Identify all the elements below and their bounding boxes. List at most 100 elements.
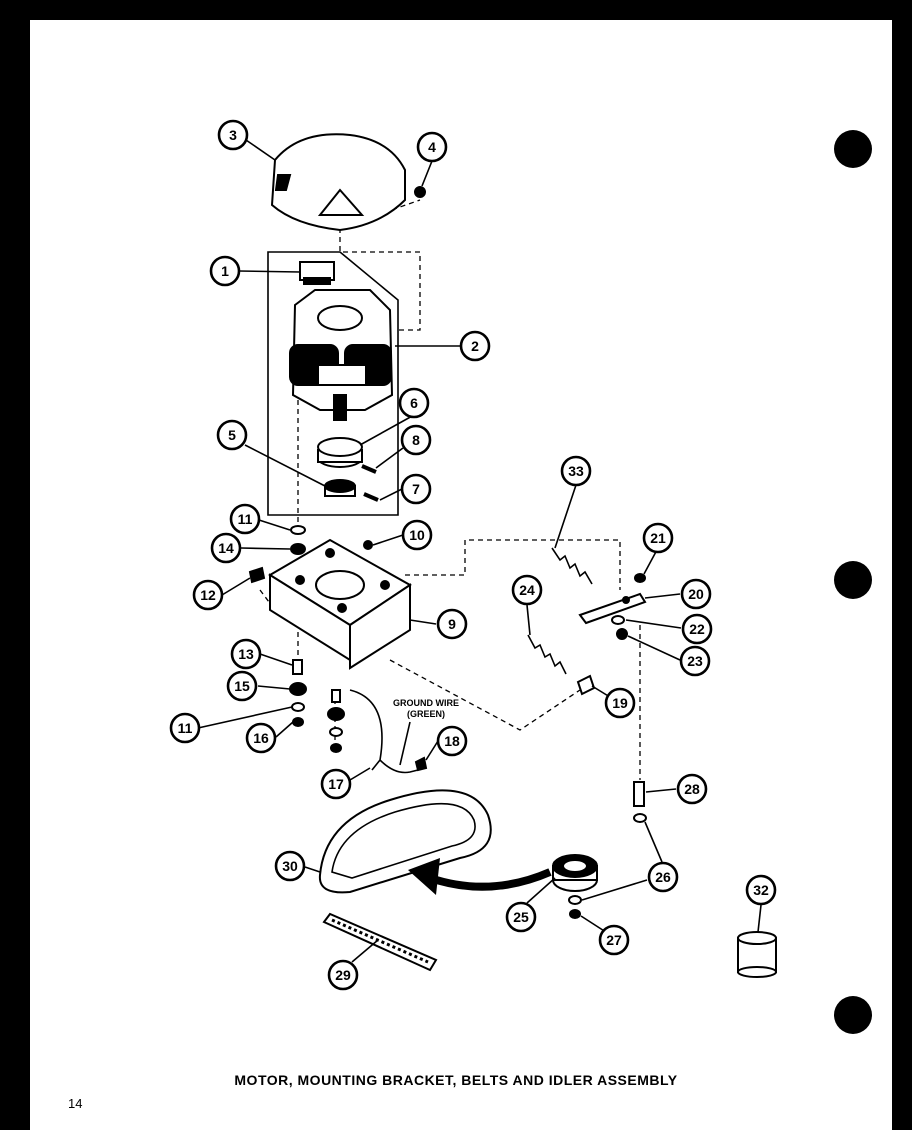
nut-part-27 (569, 909, 581, 919)
svg-text:11: 11 (178, 720, 193, 736)
svg-text:32: 32 (753, 882, 769, 898)
container-part-32 (737, 931, 777, 978)
pulley-part-6 (317, 437, 363, 468)
mount-stack (327, 689, 345, 753)
callout-5: 5 (216, 419, 248, 451)
motor-part-2 (289, 289, 394, 421)
nut-part-21 (634, 573, 646, 583)
callout-23: 23 (679, 645, 711, 677)
callout-25: 25 (505, 901, 537, 933)
washer-part-11 (290, 525, 306, 535)
svg-text:23: 23 (687, 653, 703, 669)
svg-text:11: 11 (238, 511, 253, 527)
callout-32: 32 (745, 874, 777, 906)
svg-text:3: 3 (229, 127, 237, 143)
callout-11: 11 (229, 503, 261, 535)
svg-text:5: 5 (228, 427, 236, 443)
callout-16: 16 (245, 722, 277, 754)
svg-text:2: 2 (471, 338, 479, 354)
callout-3: 3 (217, 119, 249, 151)
callout-24: 24 (511, 574, 543, 606)
callout-6: 6 (398, 387, 430, 419)
callout-14: 14 (210, 532, 242, 564)
screw-part-18 (414, 756, 428, 772)
callout-19: 19 (604, 687, 636, 719)
spacer-part-13 (292, 659, 303, 675)
ground-wire-label: GROUND WIRE (393, 698, 459, 708)
pin-part-8 (361, 464, 377, 474)
belt-part-29 (322, 912, 438, 972)
callout-27: 27 (598, 924, 630, 956)
svg-text:27: 27 (606, 932, 622, 948)
mounting-bracket-part-9 (268, 538, 412, 670)
svg-text:28: 28 (684, 781, 700, 797)
callout-21: 21 (642, 522, 674, 554)
nut-part-16 (292, 717, 304, 727)
svg-text:12: 12 (200, 587, 216, 603)
callout-4: 4 (416, 131, 448, 163)
callout-10: 10 (401, 519, 433, 551)
callout-13: 13 (230, 638, 262, 670)
rotation-arrow (428, 868, 552, 891)
svg-text:21: 21 (650, 530, 666, 546)
spring-part-33 (551, 547, 593, 585)
idler-arm-part-20 (578, 592, 647, 625)
svg-text:20: 20 (688, 586, 704, 602)
punch-hole-middle (834, 561, 872, 599)
callout-7: 7 (400, 473, 432, 505)
washer-part-11b (291, 702, 305, 712)
svg-text:9: 9 (448, 616, 456, 632)
grommet-part-14 (290, 543, 306, 555)
svg-text:29: 29 (335, 967, 351, 983)
punch-hole-bottom (834, 996, 872, 1034)
washer-part-26b (568, 895, 582, 905)
callout-22: 22 (681, 613, 713, 645)
svg-text:26: 26 (655, 869, 671, 885)
screw-part-4 (414, 186, 426, 198)
svg-text:22: 22 (689, 621, 705, 637)
callout-26: 26 (647, 861, 679, 893)
bolt-part-12 (248, 566, 266, 584)
svg-text:25: 25 (513, 909, 529, 925)
washer-part-22 (611, 615, 625, 625)
svg-text:17: 17 (328, 776, 344, 792)
svg-text:7: 7 (412, 481, 420, 497)
callout-12: 12 (192, 579, 224, 611)
callout-33: 33 (560, 455, 592, 487)
grommet-part-15 (289, 682, 307, 696)
svg-text:4: 4 (428, 139, 436, 155)
callout-9: 9 (436, 608, 468, 640)
svg-text:24: 24 (519, 582, 535, 598)
callout-8: 8 (400, 424, 432, 456)
callout-18: 18 (436, 725, 468, 757)
callout-2: 2 (459, 330, 491, 362)
svg-text:15: 15 (234, 678, 250, 694)
nut-part-10 (363, 540, 373, 550)
terminal-block-part-1 (299, 261, 335, 285)
punch-hole-top (834, 130, 872, 168)
spring-part-24 (527, 634, 567, 675)
washer-part-26 (633, 813, 647, 823)
motor-assembly-outline (267, 251, 399, 516)
callout-29: 29 (327, 959, 359, 991)
clip-part-19 (576, 674, 596, 696)
svg-text:18: 18 (444, 733, 460, 749)
callout-11b: 11 (169, 712, 201, 744)
svg-text:14: 14 (218, 540, 234, 556)
callout-17: 17 (320, 768, 352, 800)
callout-28: 28 (676, 773, 708, 805)
callout-20: 20 (680, 578, 712, 610)
ground-wire-color-label: (GREEN) (407, 709, 445, 719)
svg-text:19: 19 (612, 695, 628, 711)
diagram-title: MOTOR, MOUNTING BRACKET, BELTS AND IDLER… (234, 1072, 678, 1088)
svg-text:16: 16 (253, 730, 269, 746)
svg-text:13: 13 (238, 646, 254, 662)
svg-text:33: 33 (568, 463, 584, 479)
svg-text:1: 1 (221, 263, 229, 279)
bolt-part-23 (616, 628, 628, 640)
callout-1: 1 (209, 255, 241, 287)
page-number: 14 (68, 1096, 83, 1111)
pulley-part-5 (324, 479, 356, 497)
callout-30: 30 (274, 850, 306, 882)
callout-15: 15 (226, 670, 258, 702)
